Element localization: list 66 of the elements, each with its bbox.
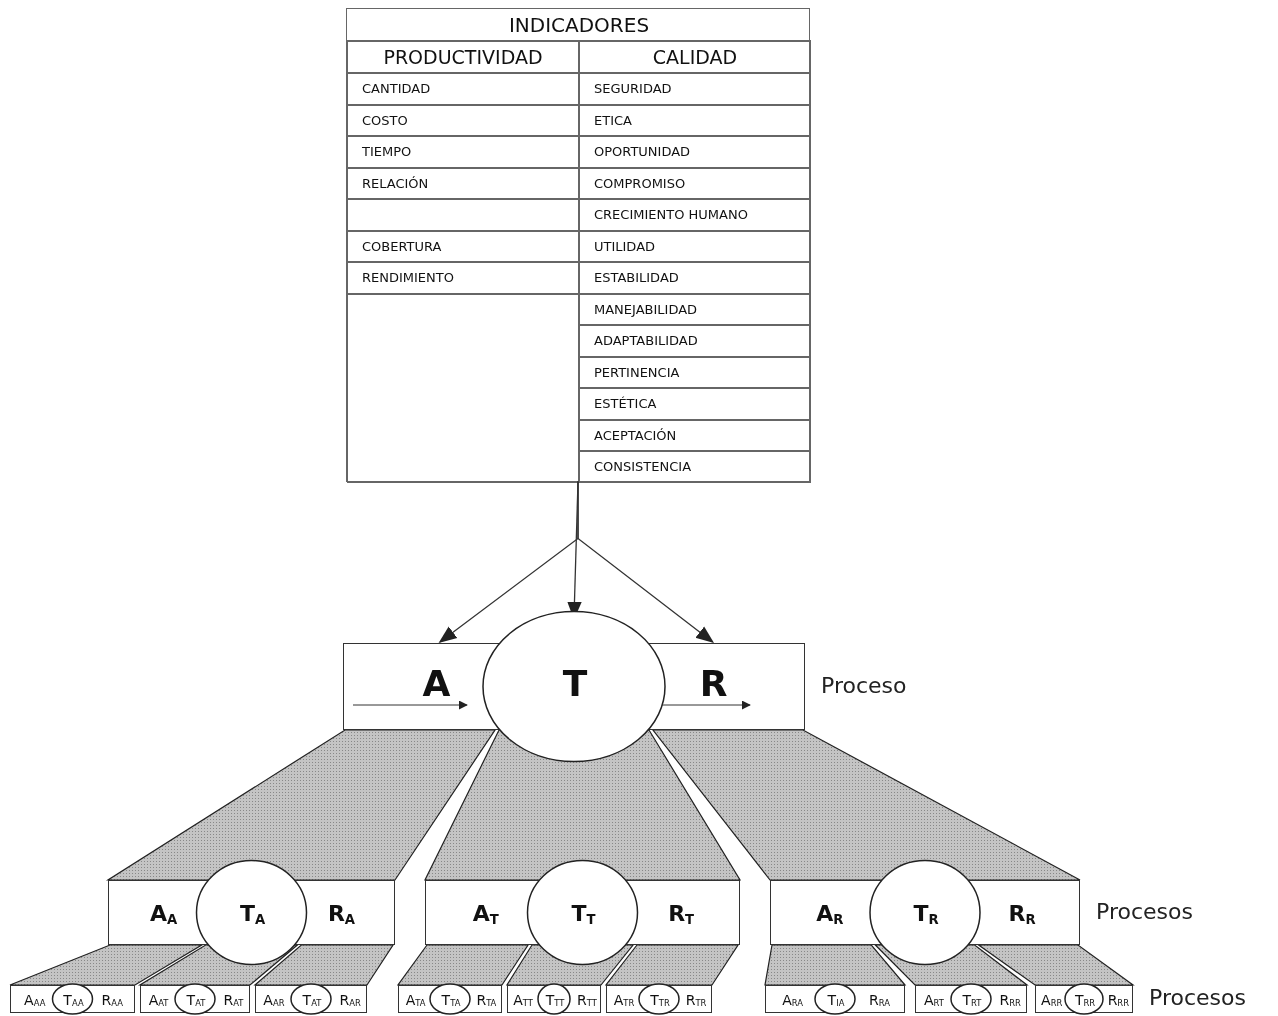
table-cell: SEGURIDAD — [579, 73, 811, 105]
table-cell: MANEJABILIDAD — [579, 293, 811, 325]
process-letter: R$_{RR}$ — [999, 991, 1021, 1009]
table-cell: UTILIDAD — [579, 230, 811, 262]
process-letter: A$_{RR}$ — [1041, 991, 1063, 1009]
process-letter: R — [699, 662, 728, 704]
process-letter: T$_{AT}$ — [302, 991, 322, 1009]
process-letter: A$_{T}$ — [472, 900, 499, 927]
process-letter: T$_{TA}$ — [441, 991, 461, 1009]
process-letter: R$_{TA}$ — [476, 991, 497, 1009]
arrow — [577, 480, 715, 644]
side-label: Procesos — [1149, 985, 1246, 1010]
process-letter: T$_{TR}$ — [650, 991, 670, 1009]
process-letter: R$_{RA}$ — [868, 991, 890, 1009]
table-cell: ADAPTABILIDAD — [579, 325, 811, 357]
process-letter: A$_{AT}$ — [148, 991, 169, 1009]
process-letter: T$_{TT}$ — [545, 991, 565, 1009]
process-letter: R$_{AT}$ — [223, 991, 244, 1009]
table-cell: COSTO — [347, 104, 579, 136]
process-letter: A$_{TA}$ — [405, 991, 426, 1009]
process-letter: A$_{RT}$ — [923, 991, 944, 1009]
table-cell: CONSISTENCIA — [579, 451, 811, 483]
process-letter: R$_{AA}$ — [101, 991, 123, 1009]
table-cell: PERTINENCIA — [579, 356, 811, 388]
table-cell: ESTÉTICA — [579, 388, 811, 420]
process-letter: T$_{RT}$ — [962, 991, 982, 1009]
process-letter: A$_{TT}$ — [513, 991, 533, 1009]
table-cell: ESTABILIDAD — [579, 262, 811, 294]
process-letter: A — [422, 662, 451, 704]
process-letter: A$_{R}$ — [816, 900, 844, 927]
process-letter: A$_{AA}$ — [24, 991, 46, 1009]
process-letter: T$_{T}$ — [571, 900, 596, 927]
process-letter: A$_{A}$ — [149, 900, 178, 927]
process-letter: T$_{AT}$ — [186, 991, 206, 1009]
process-letter: R$_{TT}$ — [577, 991, 597, 1009]
table-cell: COBERTURA — [347, 230, 579, 262]
process-letter: A$_{AR}$ — [263, 991, 285, 1009]
table-title: INDICADORES — [347, 9, 811, 41]
process-letter: T — [562, 662, 588, 704]
indicator-table — [346, 8, 810, 482]
table-cell: CANTIDAD — [347, 73, 579, 105]
side-label: Procesos — [1096, 898, 1193, 924]
side-label: Proceso — [821, 672, 907, 698]
process-letter: T$_{IA}$ — [827, 991, 845, 1009]
process-letter: R$_{AR}$ — [339, 991, 361, 1009]
table-cell: TIEMPO — [347, 136, 579, 168]
table-cell: RELACIÓN — [347, 167, 579, 199]
process-letter: T$_{AA}$ — [63, 991, 84, 1009]
process-letter: T$_{RR}$ — [1074, 991, 1096, 1009]
process-letter: A$_{TR}$ — [613, 991, 635, 1009]
process-letter: T$_{A}$ — [239, 900, 266, 927]
process-letter: R$_{TR}$ — [685, 991, 707, 1009]
process-letter: A$_{RA}$ — [782, 991, 803, 1009]
column-header: CALIDAD — [579, 41, 811, 73]
process-letter: T$_{R}$ — [913, 900, 939, 927]
table-cell: CRECIMIENTO HUMANO — [579, 199, 811, 231]
table-cell: OPORTUNIDAD — [579, 136, 811, 168]
process-letter: R$_{A}$ — [327, 900, 356, 927]
table-cell: ETICA — [579, 104, 811, 136]
column-header: PRODUCTIVIDAD — [347, 41, 579, 73]
process-letter: R$_{R}$ — [1008, 900, 1036, 927]
process-letter: R$_{RR}$ — [1107, 991, 1129, 1009]
table-cell: COMPROMISO — [579, 167, 811, 199]
table-cell: ACEPTACIÓN — [579, 419, 811, 451]
table-cell: RENDIMIENTO — [347, 262, 579, 294]
process-letter: R$_{T}$ — [668, 900, 695, 927]
